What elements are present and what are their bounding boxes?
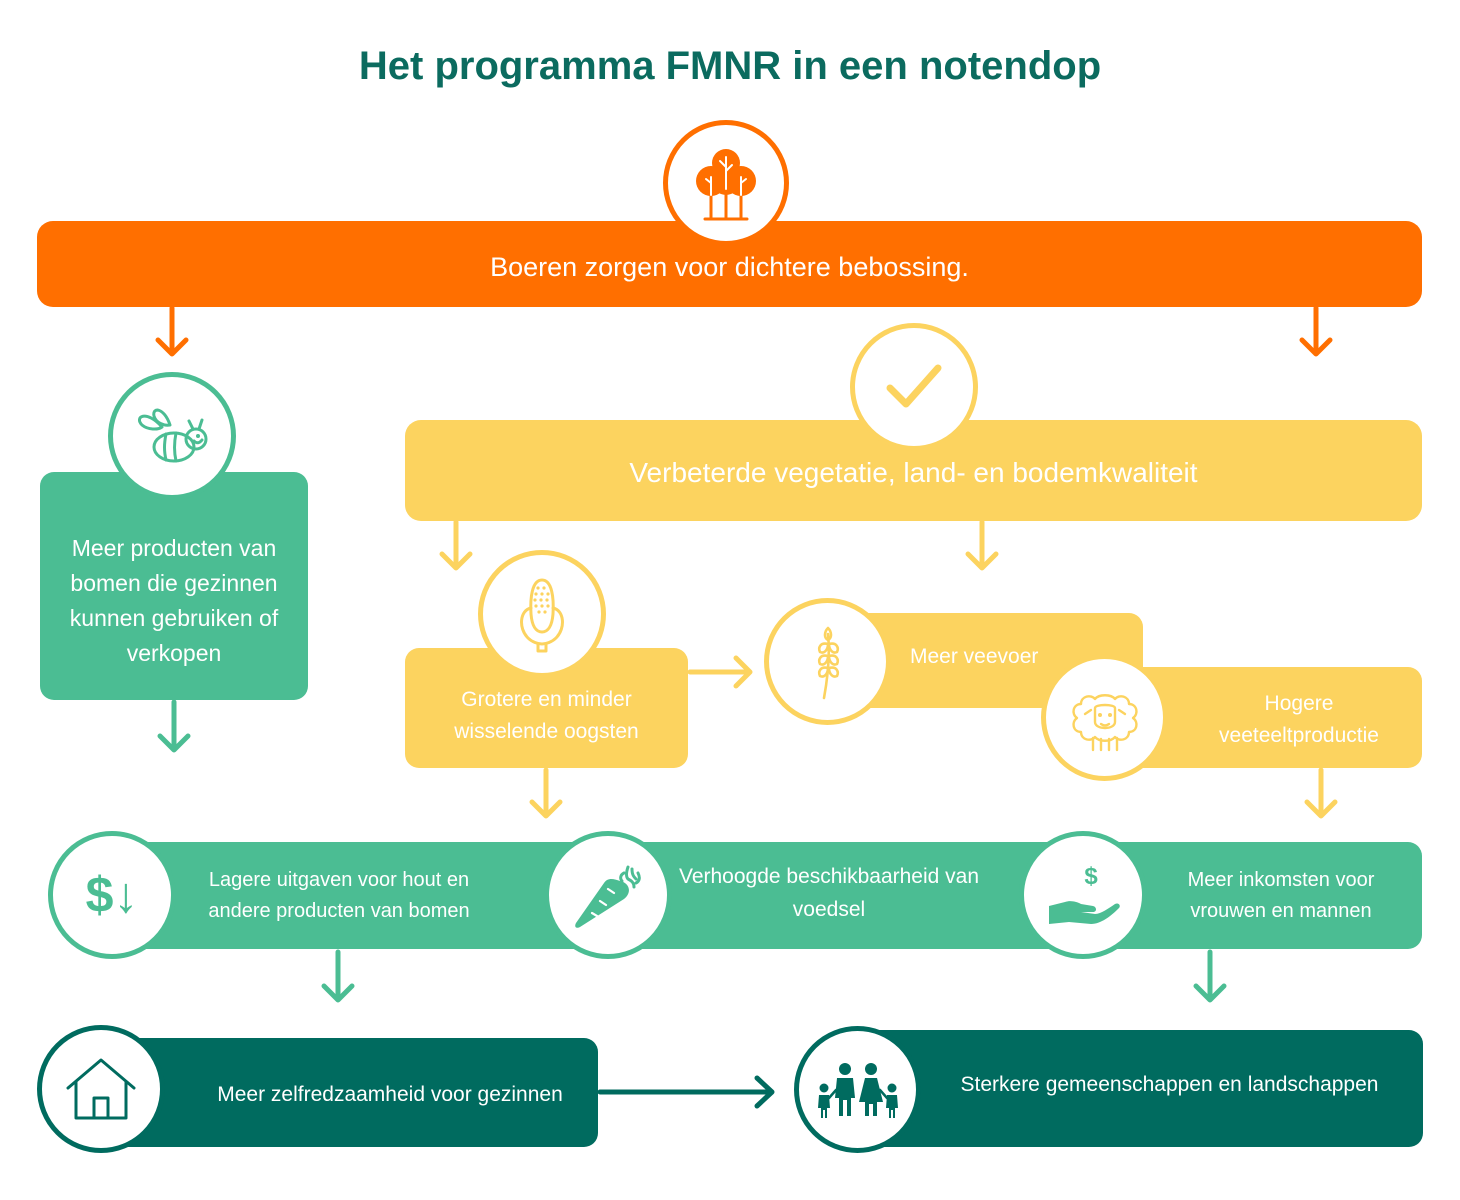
node-vegetatie-label: Verbeterde vegetatie, land- en bodemkwal… bbox=[629, 456, 1198, 488]
node-inkomsten-label: Meer inkomsten voor vrouwen en mannen bbox=[1187, 868, 1375, 922]
node-bebossing-label: Boeren zorgen voor dichtere bebossing. bbox=[490, 251, 969, 282]
node-vegetatie: Verbeterde vegetatie, land- en bodemkwal… bbox=[405, 420, 1422, 521]
arrow-vegetatie-veevoer bbox=[965, 519, 999, 571]
node-inkomsten: Meer inkomsten voor vrouwen en mannen bbox=[1150, 842, 1412, 949]
arrow-vegetatie-oogsten bbox=[439, 519, 473, 571]
wheat-icon bbox=[764, 598, 891, 725]
node-uitgaven-label: Lagere uitgaven voor hout en andere prod… bbox=[208, 868, 470, 922]
node-producten-label: Meer producten van bomen die gezinnen ku… bbox=[69, 535, 279, 666]
arrow-veeteelt-inkomsten bbox=[1304, 767, 1338, 819]
arrow-bebossing-vegetatie bbox=[1299, 305, 1333, 357]
corn-icon bbox=[478, 550, 606, 678]
green-row-bar bbox=[97, 842, 1422, 949]
family-icon bbox=[794, 1026, 921, 1153]
carrot-icon bbox=[544, 831, 672, 959]
hand-money-icon: $ bbox=[1019, 831, 1147, 959]
node-uitgaven: Lagere uitgaven voor hout en andere prod… bbox=[178, 842, 500, 949]
arrow-uitgaven-zelfredzaamheid bbox=[321, 949, 355, 1003]
node-voedsel: Verhoogde beschikbaarheid van voedsel bbox=[668, 842, 990, 949]
node-zelfredzaamheid: Meer zelfredzaamheid voor gezinnen bbox=[98, 1038, 598, 1147]
node-producten: Meer producten van bomen die gezinnen ku… bbox=[40, 472, 308, 700]
arrow-inkomsten-gemeenschappen bbox=[1193, 949, 1227, 1003]
house-icon bbox=[37, 1025, 165, 1153]
hand-money-glyph: $ bbox=[1084, 863, 1098, 890]
arrow-oogsten-veevoer bbox=[687, 655, 753, 689]
arrow-zelfredzaamheid-gemeenschappen bbox=[597, 1075, 775, 1109]
node-veevoer-label: Meer veevoer bbox=[910, 644, 1039, 668]
arrow-bebossing-producten bbox=[155, 305, 189, 357]
arrow-producten-uitgaven bbox=[157, 699, 191, 753]
checkmark-icon bbox=[850, 323, 978, 451]
dollar-down-icon: $↓ bbox=[48, 831, 176, 959]
node-gemeenschappen-label: Sterkere gemeenschappen en landschappen bbox=[960, 1072, 1379, 1096]
dollar-down-glyph: $↓ bbox=[85, 867, 139, 923]
bee-icon bbox=[108, 372, 236, 500]
trees-icon bbox=[663, 120, 789, 246]
arrow-oogsten-voedsel bbox=[529, 767, 563, 819]
node-voedsel-label: Verhoogde beschikbaarheid van voedsel bbox=[678, 864, 980, 921]
page-title: Het programma FMNR in een notendop bbox=[358, 44, 1102, 88]
sheep-icon bbox=[1041, 654, 1168, 781]
node-oogsten-label: Grotere en minder wisselende oogsten bbox=[454, 688, 639, 743]
node-veeteelt-label: Hogere veeteeltproductie bbox=[1219, 691, 1379, 747]
node-zelfredzaamheid-label: Meer zelfredzaamheid voor gezinnen bbox=[217, 1082, 563, 1106]
node-gemeenschappen: Sterkere gemeenschappen en landschappen bbox=[862, 1030, 1423, 1147]
